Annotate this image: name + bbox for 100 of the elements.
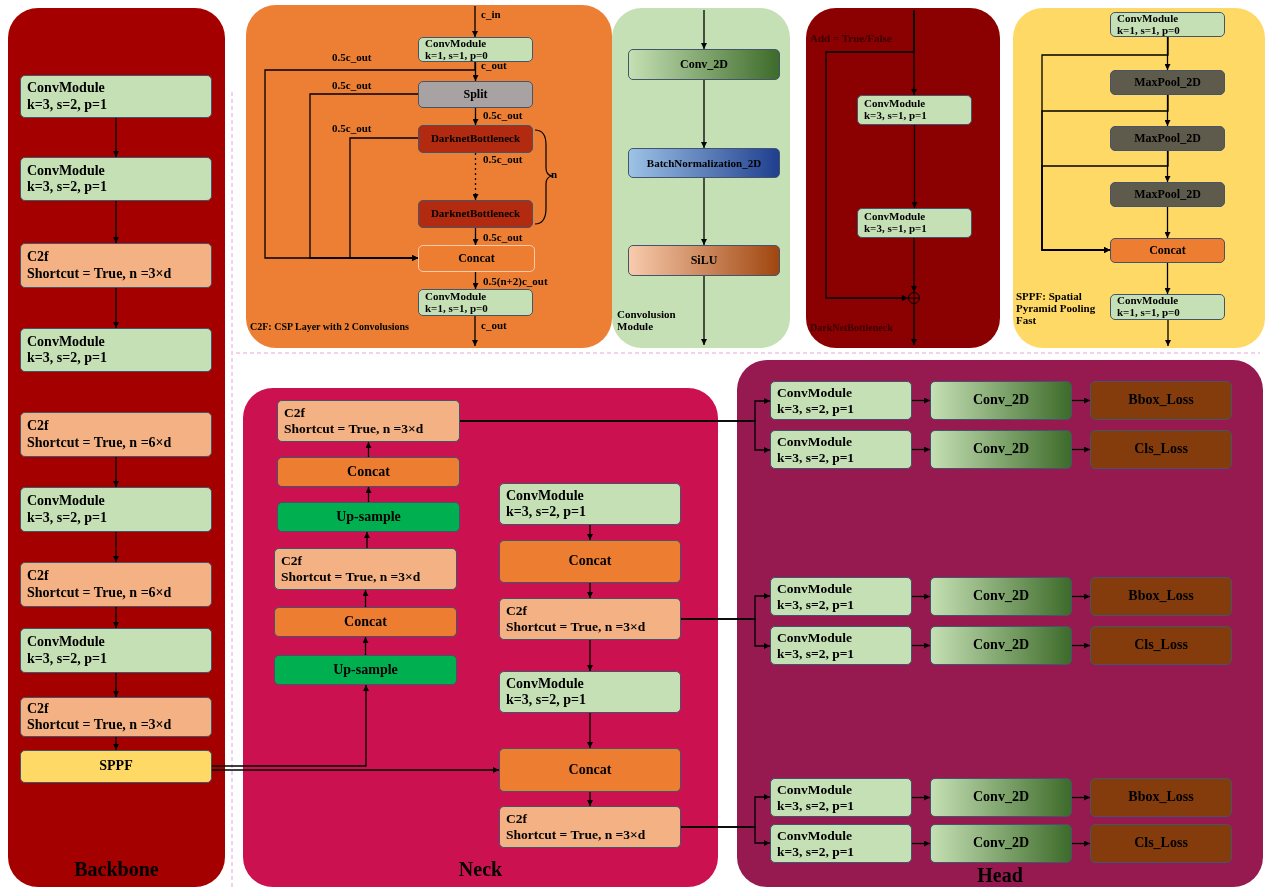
module-params: k=3, s=2, p=1: [506, 504, 587, 521]
arrow: [472, 227, 479, 246]
c2f-box: [499, 598, 681, 640]
box-label: Conv_2D: [973, 588, 1029, 605]
conv-module-box: [20, 328, 212, 372]
conv-module-box: [857, 208, 972, 238]
edge-label: 0.5c_out: [332, 123, 372, 134]
conv-module-box: [499, 671, 681, 713]
panel-title: Convolusion Module: [617, 308, 677, 333]
concat-box: [499, 540, 681, 583]
module-name: ConvModule: [777, 581, 853, 597]
c2f-box: [499, 806, 681, 848]
add-circle: [908, 292, 920, 304]
module-params: k=3, s=2, p=1: [27, 650, 108, 667]
maxpool-box: [1110, 126, 1225, 151]
edge-label: 0.5c_out: [332, 52, 372, 63]
module-name: ConvModule: [777, 630, 853, 646]
loss-box: [1090, 577, 1232, 616]
module-params: k=3, s=2, p=1: [777, 400, 856, 416]
module-params: k=3, s=2, p=1: [777, 645, 856, 661]
arrow: [264, 61, 476, 261]
module-params: Shortcut = True, n =3×d: [281, 569, 422, 585]
module-params: Shortcut = True, n =3×d: [506, 619, 647, 635]
box-label: Bbox_Loss: [1128, 392, 1194, 409]
box-label: DarknetBottleneck: [430, 208, 521, 220]
loss-box: [1090, 430, 1232, 469]
arrow: [472, 107, 479, 126]
arrow: [911, 794, 931, 801]
box-label: Conv_2D: [973, 441, 1029, 458]
module-params: k=3, s=2, p=1: [27, 179, 108, 196]
module-params: k=3, s=2, p=1: [27, 509, 108, 526]
arrow: [113, 736, 119, 751]
bottleneck-box: [418, 125, 533, 153]
arrow: [911, 446, 931, 453]
arrow: [701, 275, 707, 346]
box-label: MaxPool_2D: [1134, 75, 1201, 90]
module-params: Shortcut = True, n =3×d: [27, 717, 173, 734]
head-panel: [737, 360, 1263, 887]
box-label: Cls_Loss: [1134, 835, 1188, 852]
conv-module-box: [770, 381, 912, 420]
upsample-box: [277, 502, 460, 532]
module-params: k=3, s=2, p=1: [777, 843, 856, 859]
arrow: [113, 117, 119, 158]
conv-module-box: [770, 824, 912, 863]
box-label: Conv_2D: [973, 392, 1029, 409]
arrow: [825, 9, 915, 301]
edge-label: 0.5c_out: [483, 154, 523, 165]
arrow: [911, 642, 931, 649]
c2f-box: [277, 400, 460, 442]
backbone-panel: [8, 8, 225, 887]
module-name: ConvModule: [777, 782, 853, 798]
module-name: ConvModule: [27, 333, 106, 350]
box-label: Split: [463, 87, 488, 102]
loss-box: [1090, 778, 1232, 817]
module-name: C2f: [284, 405, 306, 421]
c2f-box: [274, 548, 457, 590]
module-params: k=3, s=2, p=1: [27, 96, 108, 113]
loss-box: [1090, 824, 1232, 863]
concat-box: [418, 245, 535, 272]
box-label: Up-sample: [336, 508, 401, 526]
arrow: [113, 606, 119, 629]
conv-module-box: [20, 157, 212, 201]
arrow: [1041, 150, 1169, 253]
module-params: k=3, s=2, p=1: [506, 692, 587, 709]
module-name: C2f: [27, 249, 50, 266]
conv-module-box: [20, 487, 212, 532]
module-name: ConvModule: [425, 290, 488, 303]
conv2d-box: [628, 49, 780, 80]
arrow: [911, 593, 931, 600]
edge-label: 0.5c_out: [483, 232, 523, 243]
conv2d-box: [930, 626, 1072, 665]
box-label: Cls_Loss: [1134, 441, 1188, 458]
upsample-box: [274, 655, 457, 685]
c2f-box: [20, 697, 212, 737]
conv-module-box: [770, 430, 912, 469]
box-label: Conv_2D: [973, 835, 1029, 852]
arrow: [587, 524, 593, 541]
arrow: [472, 315, 478, 347]
loss-box: [1090, 626, 1232, 665]
module-name: ConvModule: [506, 487, 585, 504]
arrow: [113, 531, 119, 563]
module-params: Shortcut = True, n =3×d: [506, 827, 647, 843]
box-label: Concat: [344, 613, 387, 631]
arrow: [701, 9, 707, 50]
box-label: Cls_Loss: [1134, 637, 1188, 654]
conv-module-box: [770, 577, 912, 616]
panel-title: Neck: [457, 858, 504, 880]
arrow: [113, 287, 119, 329]
module-name: ConvModule: [27, 80, 106, 97]
arrow: [1164, 206, 1171, 239]
module-name: ConvModule: [27, 162, 106, 179]
arrow: [587, 582, 593, 599]
repeat-count: n: [551, 169, 558, 180]
conv-module-box: [1110, 294, 1225, 320]
box-label: Up-sample: [333, 661, 398, 679]
module-name: ConvModule: [1117, 295, 1180, 307]
module-params: k=3, s=2, p=1: [777, 797, 856, 813]
maxpool-box: [1110, 70, 1225, 95]
arrow: [113, 456, 119, 488]
module-params: k=3, s=2, p=1: [27, 350, 108, 367]
